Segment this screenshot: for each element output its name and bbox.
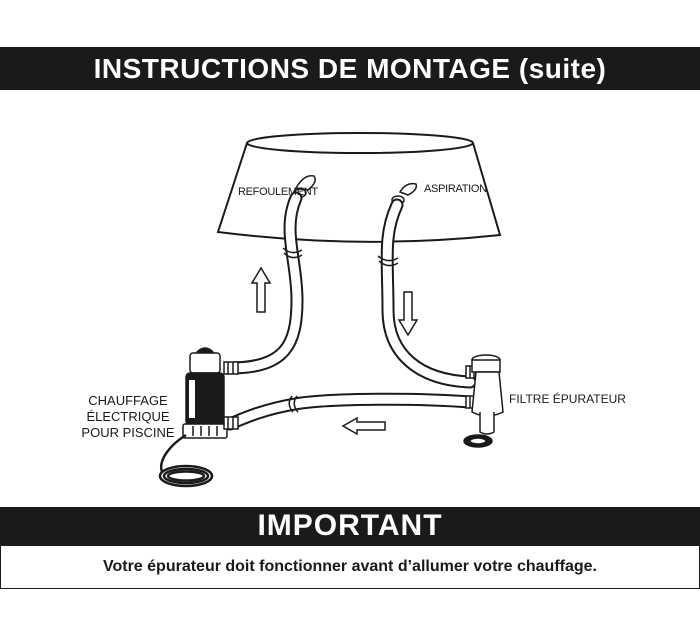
important-bar: IMPORTANT [0,507,700,545]
hose-icon [223,191,477,431]
important-heading: IMPORTANT [257,509,443,542]
heater-icon [182,347,239,439]
filter-pump-icon [463,354,504,448]
heater-label: CHAUFFAGE ÉLECTRIQUE POUR PISCINE [68,393,188,441]
pool-outline-icon [216,132,502,243]
arrow-left-icon [341,416,386,436]
hose-clamp-icon [282,247,399,413]
heater-label-line1: CHAUFFAGE [88,393,168,408]
notice-box: Votre épurateur doit fonctionner avant d… [0,545,700,589]
header-bar: INSTRUCTIONS DE MONTAGE (suite) [0,47,700,90]
assembly-diagram-svg [158,132,504,488]
outlet-fitting-icon [293,175,316,198]
refoulement-label: REFOULEMENT [238,186,318,198]
aspiration-label: ASPIRATION [424,183,487,195]
heater-label-line2: ÉLECTRIQUE [86,409,170,424]
assembly-diagram: REFOULEMENT ASPIRATION FILTRE ÉPURATEUR [0,90,700,510]
heater-label-line3: POUR PISCINE [81,425,175,440]
arrow-up-icon [250,266,272,313]
page-title: INSTRUCTIONS DE MONTAGE (suite) [93,53,607,84]
notice-text: Votre épurateur doit fonctionner avant d… [102,558,597,575]
power-cord-icon [158,433,214,488]
arrow-down-icon [397,291,419,337]
filter-label: FILTRE ÉPURATEUR [509,392,626,406]
